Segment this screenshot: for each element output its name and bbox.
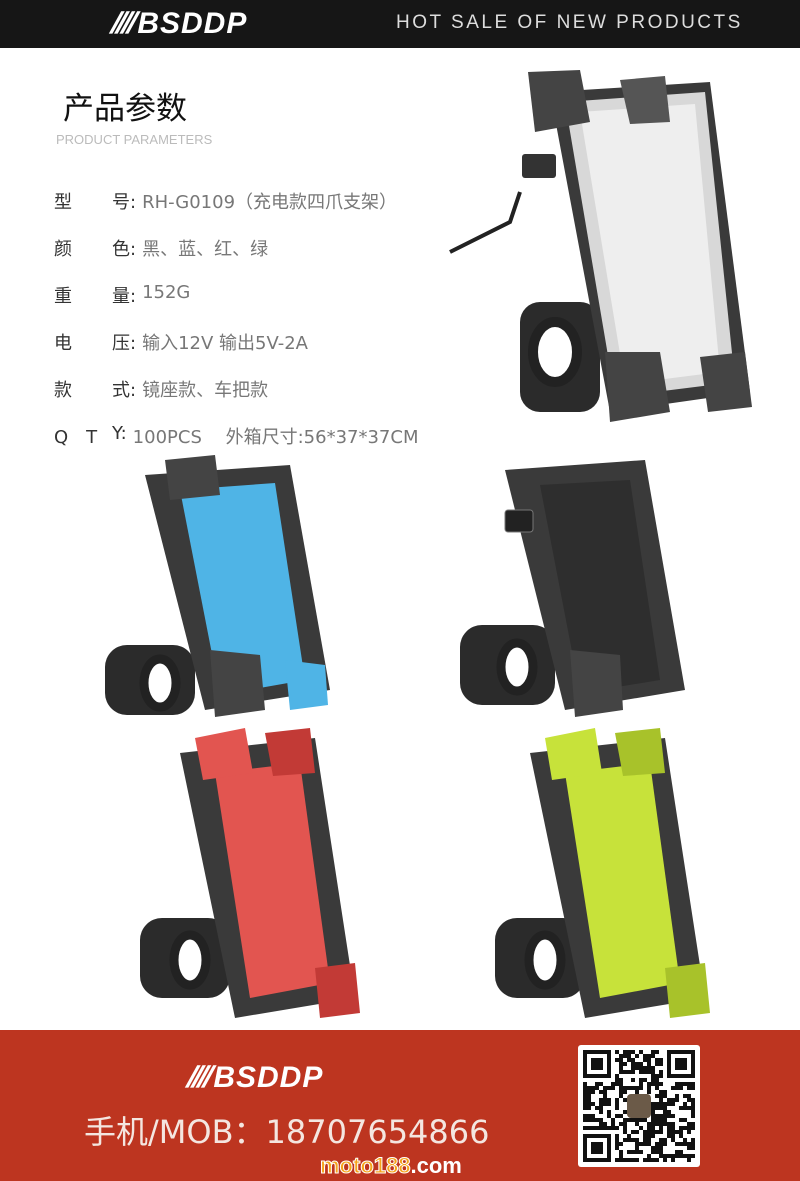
spec-key: 量: <box>112 286 137 307</box>
footer-brand-logo: ////BSDDP <box>182 1061 324 1094</box>
spec-key: Q T <box>54 427 98 448</box>
spec-key: 型 <box>54 192 72 213</box>
spec-value: 镜座款、车把款 <box>142 380 269 401</box>
product-image-black <box>460 460 685 717</box>
spec-key: 颜 <box>54 239 72 260</box>
tagline: HOT SALE OF NEW PRODUCTS <box>396 12 743 33</box>
spec-key: 电 <box>54 333 72 354</box>
spec-row: 型 号:RH-G0109（充电款四爪支架） <box>54 188 418 235</box>
watermark-name: moto188 <box>319 1153 411 1178</box>
spec-row: 颜 色:黑、蓝、红、绿 <box>54 235 418 282</box>
spec-value: 100PCS 外箱尺寸:56*37*37CM <box>132 427 419 448</box>
product-image-blue <box>105 455 330 717</box>
spec-row: 款 式:镜座款、车把款 <box>54 376 418 423</box>
brand-logo: ////BSDDP <box>106 7 248 40</box>
spec-row: Q T Y:100PCS 外箱尺寸:56*37*37CM <box>54 423 418 470</box>
watermark: moto188.com <box>319 1153 462 1178</box>
product-image-red <box>140 728 360 1018</box>
spec-key: 式: <box>112 380 137 401</box>
section-title: 产品参数 <box>63 91 187 127</box>
header-bar: ////BSDDP HOT SALE OF NEW PRODUCTS <box>0 0 800 48</box>
mobile-number: 手机/MOB：18707654866 <box>84 1113 490 1151</box>
spec-row: 重 量:152G <box>54 282 418 329</box>
spec-key: 压: <box>112 333 137 354</box>
product-image-black-with-phone <box>449 70 752 422</box>
watermark-domain: .com <box>410 1153 462 1178</box>
spec-key: 重 <box>54 286 72 307</box>
spec-key: 色: <box>112 239 137 260</box>
spec-key: Y: <box>112 423 127 444</box>
qr-code[interactable] <box>578 1045 700 1167</box>
spec-key: 号: <box>112 192 137 213</box>
product-image-green <box>495 728 710 1018</box>
spec-value: 黑、蓝、红、绿 <box>142 239 269 260</box>
section-subtitle: PRODUCT PARAMETERS <box>56 132 213 147</box>
spec-value: 152G <box>142 282 191 303</box>
qr-code-pattern <box>583 1050 695 1162</box>
spec-list: 型号:RH-G0109（充电款四爪支架） 颜色:黑、蓝、红、绿 重量:152G … <box>54 188 418 470</box>
spec-key: 款 <box>54 380 72 401</box>
spec-value: 输入12V 输出5V-2A <box>142 333 308 354</box>
spec-value: RH-G0109（充电款四爪支架） <box>142 192 398 213</box>
spec-row: 电 压:输入12V 输出5V-2A <box>54 329 418 376</box>
footer-bar: ////BSDDP 手机/MOB：18707654866 moto188.com <box>0 1030 800 1181</box>
